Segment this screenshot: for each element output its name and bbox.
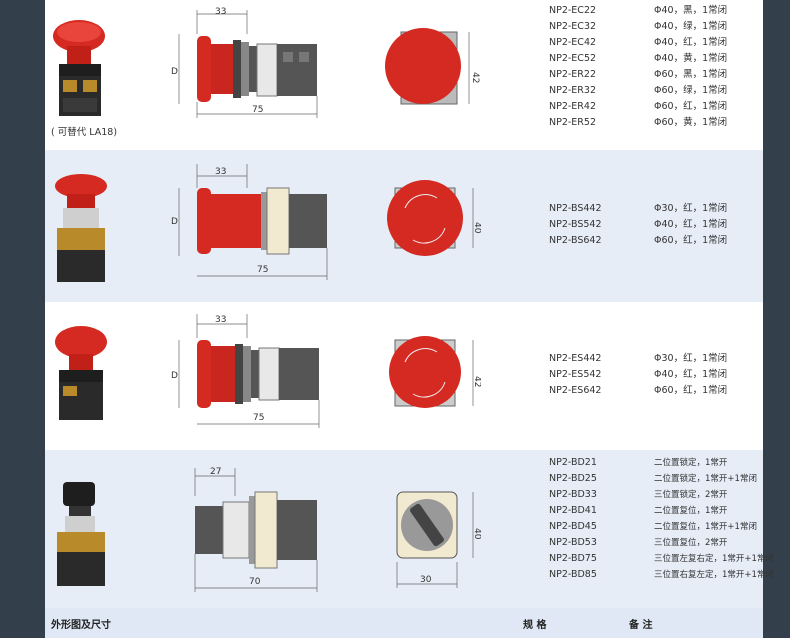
note-item: Φ60，红，1常闭 <box>654 101 728 112</box>
mushroom-button-photo <box>55 326 107 420</box>
note-item: Φ40，黑，1常闭 <box>654 5 728 16</box>
model-item: NP2-ER32 <box>549 85 596 96</box>
model-item: NP2-ES442 <box>549 353 602 364</box>
model-item: NP2-ER22 <box>549 69 596 80</box>
model-list: NP2-BD21 NP2-BD25 NP2-BD33 NP2-BD41 NP2-… <box>549 455 597 583</box>
note-item: 三位置锁定，2常开 <box>654 490 728 500</box>
model-item: NP2-ER42 <box>549 101 596 112</box>
note-item: 二位置复位，1常开+1常闭 <box>654 522 757 532</box>
model-item: NP2-BD33 <box>549 489 597 500</box>
side-view-drawing: 27 70 <box>194 467 318 592</box>
side-view-drawing: 33 D 75 <box>171 314 320 428</box>
model-item: NP2-BD21 <box>549 457 597 468</box>
note-list: 二位置锁定，1常开 二位置锁定，1常开+1常闭 三位置锁定，2常开 二位置复位，… <box>654 455 774 583</box>
model-item: NP2-ES542 <box>549 369 602 380</box>
model-item: NP2-BD25 <box>549 473 597 484</box>
model-item: NP2-EC22 <box>549 5 597 16</box>
dim-front-label: 42 <box>470 72 480 83</box>
note-item: 二位置复位，1常开 <box>654 506 728 516</box>
note-item: Φ60，黑，1常闭 <box>654 69 728 80</box>
model-item: NP2-ER52 <box>549 117 596 128</box>
footer-dimension-header: 外形图及尺寸 <box>51 620 111 631</box>
dim-total-label: 75 <box>253 413 264 423</box>
note-item: 三位置右复左定，1常开+1常闭 <box>654 570 774 580</box>
note-item: Φ60，红，1常闭 <box>654 235 728 246</box>
model-item: NP2-BS642 <box>549 235 602 246</box>
side-view-drawing: 33 D 75 <box>171 164 328 280</box>
note-item: Φ40，红，1常闭 <box>654 369 728 380</box>
mushroom-button-photo <box>53 20 105 116</box>
note-item: Φ40，绿，1常闭 <box>654 21 728 32</box>
model-item: NP2-BS542 <box>549 219 602 230</box>
note-item: Φ60，黄，1常闭 <box>654 117 728 128</box>
note-item: Φ60，绿，1常闭 <box>654 85 728 96</box>
note-item: Φ40，红，1常闭 <box>654 219 728 230</box>
note-item: Φ40，黄，1常闭 <box>654 53 728 64</box>
footer-note-header: 备 注 <box>629 620 653 631</box>
row-bs: 33 D 75 40 NP2-BS442 NP2-BS542 NP2-BS642 <box>45 150 763 302</box>
dim-dia-label: D <box>171 217 178 227</box>
model-item: NP2-EC32 <box>549 21 597 32</box>
dim-total-label: 75 <box>252 105 263 115</box>
model-item: NP2-EC42 <box>549 37 597 48</box>
dim-head-label: 33 <box>215 167 226 177</box>
footer-spec-header: 规 格 <box>523 620 547 631</box>
model-item: NP2-BD75 <box>549 553 597 564</box>
model-item: NP2-BD85 <box>549 569 597 580</box>
note-list: Φ30，红，1常闭 Φ40，红，1常闭 Φ60，红，1常闭 <box>654 351 727 399</box>
mushroom-button-photo <box>55 174 107 282</box>
note-item: Φ30，红，1常闭 <box>654 353 728 364</box>
dim-front-label: 40 <box>472 528 481 540</box>
model-item: NP2-BD45 <box>549 521 597 532</box>
table-footer: 外形图及尺寸 规 格 备 注 <box>45 608 763 638</box>
dim-total-label: 70 <box>249 577 261 587</box>
model-item: NP2-BS442 <box>549 203 602 214</box>
dim-head-label: 33 <box>215 315 226 325</box>
note-item: 二位置锁定，1常开+1常闭 <box>654 474 757 484</box>
note-list: Φ30，红，1常闭 Φ40，红，1常闭 Φ60，红，1常闭 <box>654 201 727 249</box>
model-list: NP2-ES442 NP2-ES542 NP2-ES642 <box>549 351 601 399</box>
row-bd: 27 70 40 30 NP2-BD21 NP2-BD25 NP2-BD33 <box>45 450 774 608</box>
note-item: 三位置左复右定，1常开+1常闭 <box>654 554 774 564</box>
front-view-drawing: 40 30 <box>396 491 481 588</box>
note-list: Φ40，黑，1常闭 Φ40，绿，1常闭 Φ40，红，1常闭 Φ40，黄，1常闭 … <box>654 3 727 131</box>
dim-dia-label: D <box>171 371 178 381</box>
model-item: NP2-BD53 <box>549 537 597 548</box>
caption-replace-la18: ( 可替代 LA18) <box>51 127 118 138</box>
note-item: Φ40，红，1常闭 <box>654 37 728 48</box>
model-item: NP2-EC52 <box>549 53 597 64</box>
model-item: NP2-BD41 <box>549 505 597 516</box>
front-view-drawing: 42 <box>389 336 481 408</box>
selector-switch-photo <box>57 482 105 586</box>
dim-head-label: 27 <box>210 467 221 477</box>
note-item: 二位置锁定，1常开 <box>654 458 728 468</box>
row-es: 33 D 75 42 NP2-ES442 NP2-ES542 NP2-ES64 <box>45 302 763 450</box>
model-list: NP2-BS442 NP2-BS542 NP2-BS642 <box>549 201 601 249</box>
dim-bottom-label: 30 <box>420 575 432 585</box>
dim-front-label: 40 <box>472 222 481 234</box>
front-view-drawing: 42 <box>385 28 480 105</box>
model-item: NP2-ES642 <box>549 385 602 396</box>
model-list: NP2-EC22 NP2-EC32 NP2-EC42 NP2-EC52 NP2-… <box>549 3 596 131</box>
dim-head-label: 33 <box>215 7 226 17</box>
note-item: Φ30，红，1常闭 <box>654 203 728 214</box>
side-view-drawing: 33 D 75 <box>171 7 318 118</box>
note-item: Φ60，红，1常闭 <box>654 385 728 396</box>
row-ec-er: ( 可替代 LA18) 33 D 75 42 <box>45 0 763 150</box>
front-view-drawing: 40 <box>387 180 481 256</box>
dim-front-label: 42 <box>472 376 481 387</box>
dim-dia-label: D <box>171 67 178 77</box>
note-item: 三位置复位，2常开 <box>654 538 728 548</box>
dim-total-label: 75 <box>257 265 268 275</box>
